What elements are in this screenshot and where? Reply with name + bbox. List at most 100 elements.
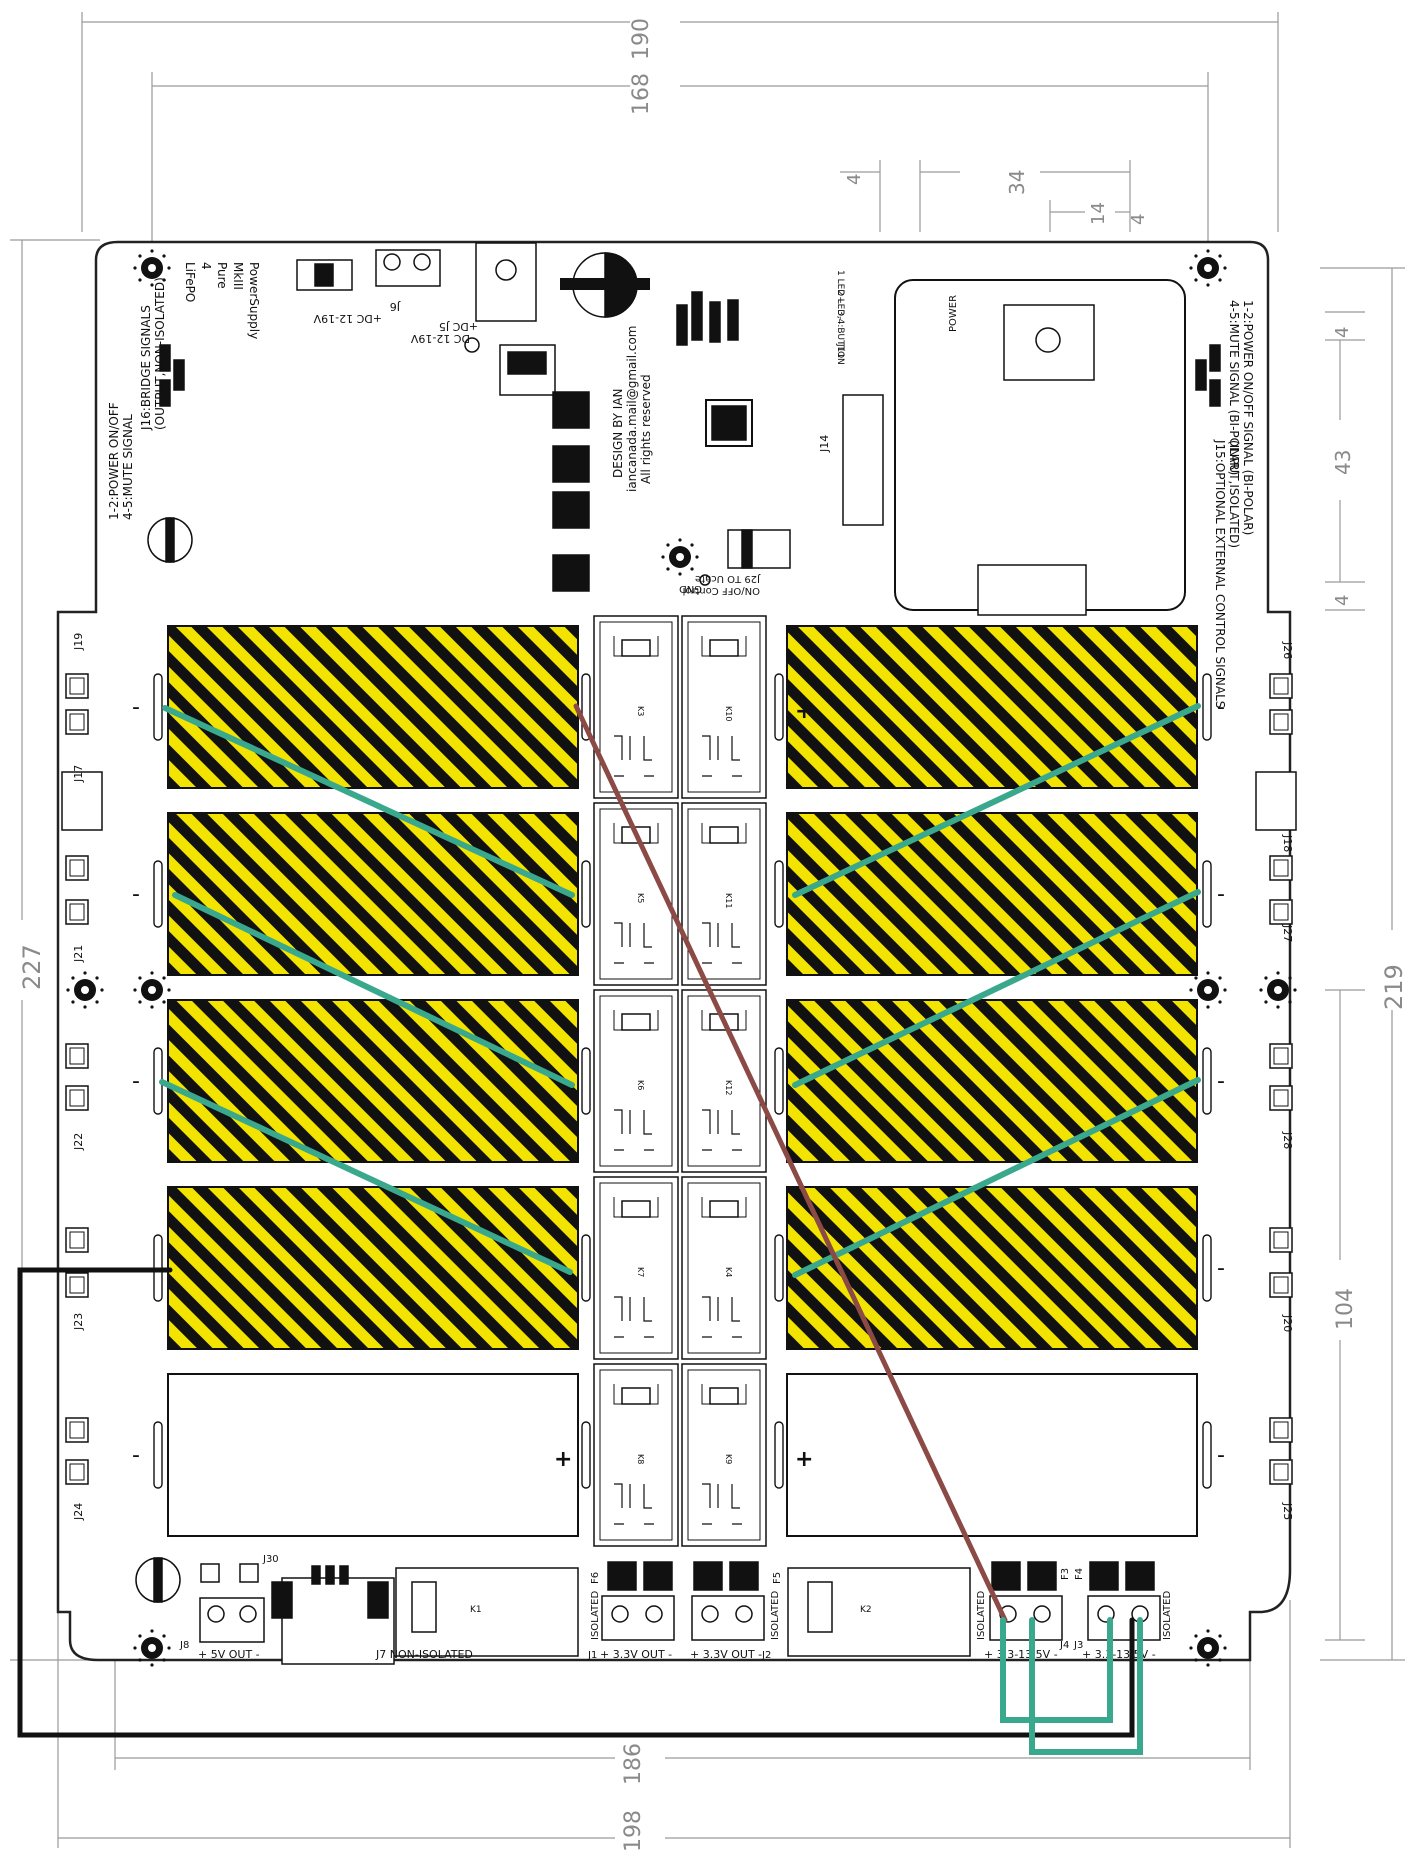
- fuse-f3: F3: [1060, 1568, 1071, 1580]
- dim-height-left: 227: [18, 944, 46, 990]
- connector-pad: [1269, 1417, 1293, 1443]
- left-connector-label: J21: [72, 945, 85, 963]
- dc-j5-line-1: DC 12-19V: [410, 332, 470, 345]
- battery-cell: -+: [774, 625, 1225, 789]
- wire-green-right-3: [792, 1077, 1201, 1278]
- connector-pad: [1269, 855, 1293, 881]
- relay-label: K5: [636, 893, 645, 903]
- battery-cell: -: [132, 999, 591, 1163]
- connector-pad: [1269, 1459, 1293, 1485]
- connector-pad: [65, 899, 89, 925]
- j16-desc-2: (OUTPUT,NON-ISOLATED): [153, 277, 167, 430]
- battery-cell: -: [132, 1186, 591, 1350]
- wire-green-right-2: [792, 889, 1201, 1088]
- left-connector-label: J23: [72, 1313, 85, 1331]
- relay-k1: K1: [470, 1605, 482, 1615]
- relay-module: K4: [681, 1176, 767, 1360]
- wiring-overlay: [17, 703, 1201, 1755]
- wire-green-bottom-loop-2: [1029, 1617, 1143, 1755]
- j4-out: + 3.3-13.5V -: [984, 1648, 1058, 1661]
- relay-module: K10: [681, 615, 767, 799]
- left-connector-label: J19: [72, 633, 85, 651]
- mounting-hole: [1189, 1629, 1227, 1667]
- mounting-hole: [133, 971, 171, 1009]
- cell-minus-label: -: [1217, 882, 1225, 907]
- relay-k2: K2: [860, 1605, 872, 1615]
- designer-line-2: iancanada.mail@gmail.com: [625, 326, 639, 492]
- dim-4-top: 4: [844, 174, 865, 185]
- dim-14: 14: [1088, 202, 1109, 225]
- j15-desc-2: (INPUT,ISOLATED): [1227, 440, 1241, 548]
- dc-j6-line-1: +DC 12-19V: [313, 312, 382, 325]
- dim-4-right-a: 4: [1332, 327, 1353, 338]
- j8-label: J8: [179, 1640, 189, 1651]
- battery-cells: -+-+-------+-+: [132, 625, 1225, 1537]
- j4-label: J4: [1059, 1640, 1069, 1651]
- cell-minus-label: -: [1217, 1256, 1225, 1281]
- connector-pad: [1269, 1043, 1293, 1069]
- dim-width-top-outer: 190: [629, 18, 654, 60]
- dim-4-right-b: 4: [1332, 595, 1353, 606]
- j14-label: J14: [818, 435, 831, 453]
- connector-pad: [65, 1227, 89, 1253]
- j11-desc-2: 2 LED-: [835, 290, 845, 319]
- wire-green-left-2: [172, 892, 575, 1088]
- mounting-hole: [66, 971, 104, 1009]
- wire-green-right-1: [792, 703, 1201, 898]
- cell-plus-label: +: [554, 1447, 572, 1472]
- left-connector-label: J24: [72, 1503, 85, 1521]
- mounting-hole: [1189, 249, 1227, 287]
- power-label: POWER: [948, 295, 959, 332]
- isolated-label-j3: ISOLATED: [1162, 1591, 1173, 1640]
- relay-module: K3: [593, 615, 679, 799]
- j1-label: J1: [587, 1650, 597, 1661]
- fuse-f4: F4: [1074, 1568, 1085, 1580]
- j2-label: J2: [761, 1650, 771, 1661]
- dim-width-bottom-inner: 186: [621, 1743, 646, 1785]
- relay-module: K9: [681, 1363, 767, 1547]
- bottom-components: [135, 1557, 1161, 1665]
- dimension-labels: 190 168 4 34 14 4 227 219 4 43 4 104 186…: [18, 18, 1408, 1852]
- connector-pad: [1269, 899, 1293, 925]
- relay-module: K8: [593, 1363, 679, 1547]
- j16-pins-desc-2: 4-5:MUTE SIGNAL: [121, 414, 135, 520]
- dim-34: 34: [1005, 170, 1029, 195]
- wire-brown-main: [573, 703, 1008, 1623]
- cell-minus-label: -: [132, 695, 140, 720]
- connector-pad: [1269, 673, 1293, 699]
- cell-plus-label: +: [795, 1447, 813, 1472]
- dimension-lines: [10, 12, 1405, 1848]
- relay-label: K8: [636, 1454, 645, 1464]
- dim-width-top-inner: 168: [629, 73, 654, 115]
- title-line-5: PowerSupply: [247, 262, 261, 339]
- j29-gnd: GND: [679, 583, 702, 594]
- j3-label: J3: [1073, 1640, 1083, 1651]
- right-connector-label: J18: [1281, 834, 1294, 852]
- cell-minus-label: -: [1217, 1069, 1225, 1094]
- battery-cell: -+: [774, 1373, 1225, 1537]
- cell-minus-label: -: [132, 1443, 140, 1468]
- connector-pad: [1269, 1272, 1293, 1298]
- j11-desc-1: 1 LED+: [835, 270, 845, 304]
- relay-label: K11: [724, 893, 733, 908]
- connector-pad: [65, 1043, 89, 1069]
- designer-line-1: DESIGN BY IAN: [611, 388, 625, 478]
- isolated-label-j1: ISOLATED: [590, 1591, 601, 1640]
- battery-cell: -: [774, 1186, 1225, 1350]
- right-connector-label: J26: [1281, 641, 1294, 659]
- j1-out: + 3.3V OUT -: [600, 1648, 672, 1661]
- battery-cell: -+: [132, 625, 591, 789]
- connector-pad: [65, 1272, 89, 1298]
- mounting-hole: [133, 1629, 171, 1667]
- fuse-f6: F6: [590, 1572, 601, 1584]
- top-components: [147, 242, 1221, 616]
- title-line-4: MkIII: [231, 262, 245, 290]
- j16-desc-1: J16:BRIDGE SIGNALS: [139, 305, 153, 431]
- dc-j5-line-2: +DC J5: [439, 320, 478, 333]
- relay-module: K11: [681, 802, 767, 986]
- mounting-hole: [1189, 971, 1227, 1009]
- right-connector-label: J28: [1281, 1131, 1294, 1149]
- mounting-hole: [133, 249, 171, 287]
- title-line-3: Pure: [215, 262, 229, 289]
